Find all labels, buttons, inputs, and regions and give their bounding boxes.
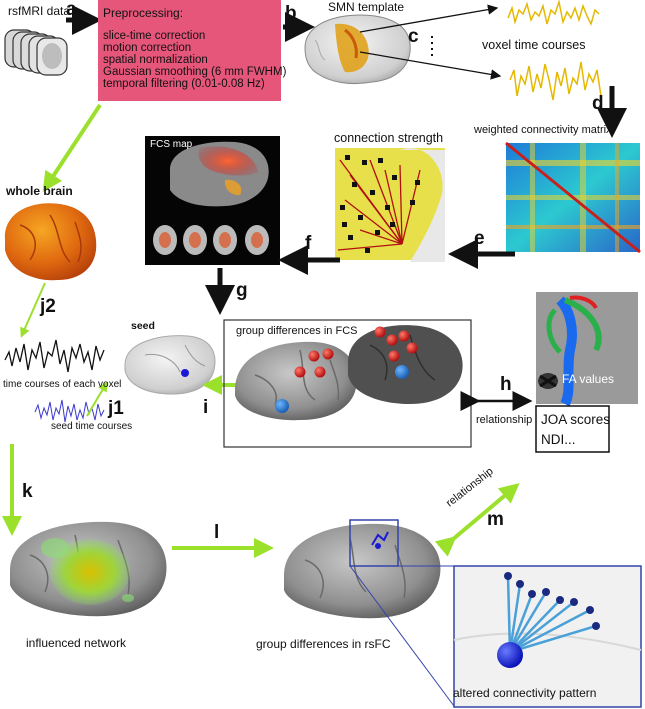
fcs-brain-right [348, 325, 463, 404]
connectivity-matrix-label: weighted connectivity matrix [474, 124, 612, 136]
relationship-h-label: relationship [476, 414, 533, 426]
seed-marker [181, 369, 189, 377]
influenced-network-brain [10, 521, 167, 617]
arrow-to-timecourse-1 [359, 4, 499, 33]
voxel-timecourse-1 [507, 0, 600, 27]
preprocessing-step: motion correction [103, 42, 192, 54]
seed-brain-image [124, 335, 216, 395]
seed-time-courses-label: seed time courses [51, 421, 133, 432]
preprocessing-title: Preprocessing: [103, 6, 184, 20]
step-j1: j1 [108, 398, 124, 419]
connection-strength-label: connection strength [334, 131, 444, 145]
step-j2: j2 [40, 296, 56, 317]
step-a: a [66, 0, 77, 20]
zoom-line-bottom [349, 565, 455, 707]
fcs-map-panel [145, 136, 280, 265]
step-e: e [474, 228, 485, 249]
ndi-label: NDI... [541, 432, 576, 447]
arrow-to-timecourse-2 [359, 51, 502, 80]
preprocessing-step: Gaussian smoothing (6 mm FWHM) [103, 66, 287, 78]
whole-brain-label: whole brain [6, 184, 73, 198]
connectivity-matrix [505, 141, 641, 254]
step-m: m [487, 509, 504, 530]
step-f: f [305, 233, 312, 254]
preprocessing-step: slice-time correction [103, 30, 206, 42]
seed-label: seed [131, 320, 155, 332]
group-diff-fcs-box [223, 319, 472, 448]
seed-timecourse-blue [34, 399, 105, 423]
rsfmri-slices-icon [4, 29, 68, 76]
clinical-scores-box [535, 405, 610, 453]
rsfmri-data-label: rsfMRI data [8, 4, 71, 18]
arrow-m-relationship [434, 483, 520, 557]
fa-dti-image [536, 292, 638, 407]
fcs-map-label: FCS map [150, 139, 193, 150]
step-b: b [285, 3, 297, 24]
arrow-j2 [20, 282, 46, 338]
arrow-j1 [86, 381, 108, 417]
step-c: c [408, 26, 419, 47]
preprocessing-box [98, 0, 281, 101]
group-diff-fcs-label: group differences in FCS [236, 325, 358, 337]
time-courses-each-voxel-label: time courses of each voxel [3, 379, 122, 390]
smn-template-brain [304, 14, 411, 85]
rsfc-zoom-region [349, 519, 399, 567]
smn-template-label: SMN template [328, 0, 405, 14]
arrow-green-to-whole-brain [42, 103, 102, 193]
step-i: i [203, 397, 209, 418]
connection-strength-panel [335, 148, 445, 262]
step-g: g [236, 280, 248, 301]
step-h: h [500, 374, 512, 395]
whole-brain-image [4, 203, 97, 281]
fa-values-label: FA values [562, 372, 615, 386]
step-d: d [592, 93, 604, 114]
voxel-timecourse-black [4, 339, 105, 373]
altered-connectivity-label: altered connectivity pattern [453, 686, 597, 700]
rsfc-brain [284, 519, 441, 619]
altered-connectivity-inset [453, 565, 642, 708]
influenced-network-label: influenced network [26, 636, 127, 650]
voxel-timecourse-2 [509, 61, 602, 101]
step-l: l [214, 522, 220, 543]
joa-scores-label: JOA scores [541, 412, 611, 427]
group-diff-rsfc-label: group differences in rsFC [256, 637, 391, 651]
voxel-time-courses-label: voxel time courses [482, 38, 586, 52]
fcs-brain-left [235, 341, 357, 421]
preprocessing-step: spatial normalization [103, 54, 208, 66]
step-k: k [22, 481, 33, 502]
preprocessing-step: temporal filtering (0.01-0.08 Hz) [103, 78, 265, 90]
